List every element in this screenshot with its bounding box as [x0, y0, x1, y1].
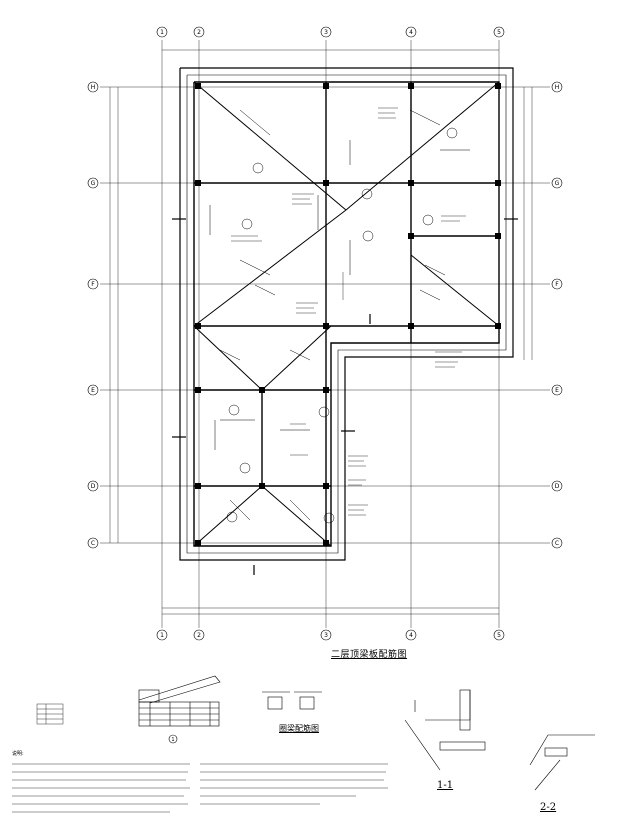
axis-label-right: D [555, 483, 560, 490]
axis-label-right: F [555, 281, 559, 288]
axis-label-top: 1 [160, 29, 164, 36]
axis-label-right: E [555, 387, 559, 394]
axis-label-bottom: 1 [160, 632, 164, 639]
axis-label-bottom: 3 [324, 632, 328, 639]
section-1-1-label: 1-1 [437, 780, 454, 791]
axis-label-right: C [555, 540, 559, 547]
columns [195, 83, 501, 546]
axis-label-left: D [91, 483, 96, 490]
axis-label-top: 5 [497, 29, 501, 36]
axis-label-top: 2 [197, 29, 201, 36]
axis-label-bottom: 5 [497, 632, 501, 639]
eave-detail [138, 675, 221, 744]
drawing-subtitle: 圈梁配筋图 [279, 724, 319, 733]
section-cuts [172, 218, 518, 575]
detail-mark: 1 [171, 737, 174, 743]
ring-beam-sections [262, 691, 322, 710]
axis-label-right: H [555, 84, 560, 91]
axis-label-left: H [91, 84, 96, 91]
annotation-blocks [231, 107, 466, 516]
legend-table [36, 703, 64, 725]
section-2-2-label: 2-2 [540, 802, 557, 813]
axis-label-left: G [91, 180, 96, 187]
section-1-1-detail [404, 689, 486, 771]
axis-label-top: 3 [324, 29, 328, 36]
axis-label-top: 4 [409, 29, 413, 36]
rebar-marks [209, 109, 470, 521]
interior-beams [194, 82, 499, 546]
notes-title: 说明: [12, 751, 24, 757]
axis-label-bottom: 4 [409, 632, 413, 639]
axis-bubbles [87, 26, 563, 641]
axis-label-left: C [91, 540, 95, 547]
drawing-title: 二层顶梁板配筋图 [331, 650, 408, 660]
axis-label-left: E [91, 387, 95, 394]
section-2-2-detail [529, 734, 595, 791]
axis-label-right: G [555, 180, 560, 187]
notes-lines [12, 763, 388, 813]
dimension-lines [109, 49, 533, 615]
hip-lines [193, 81, 500, 547]
axis-lines-horizontal [100, 86, 550, 544]
axis-label-bottom: 2 [197, 632, 201, 639]
axis-label-left: F [91, 281, 95, 288]
detail-bubbles [226, 127, 458, 524]
